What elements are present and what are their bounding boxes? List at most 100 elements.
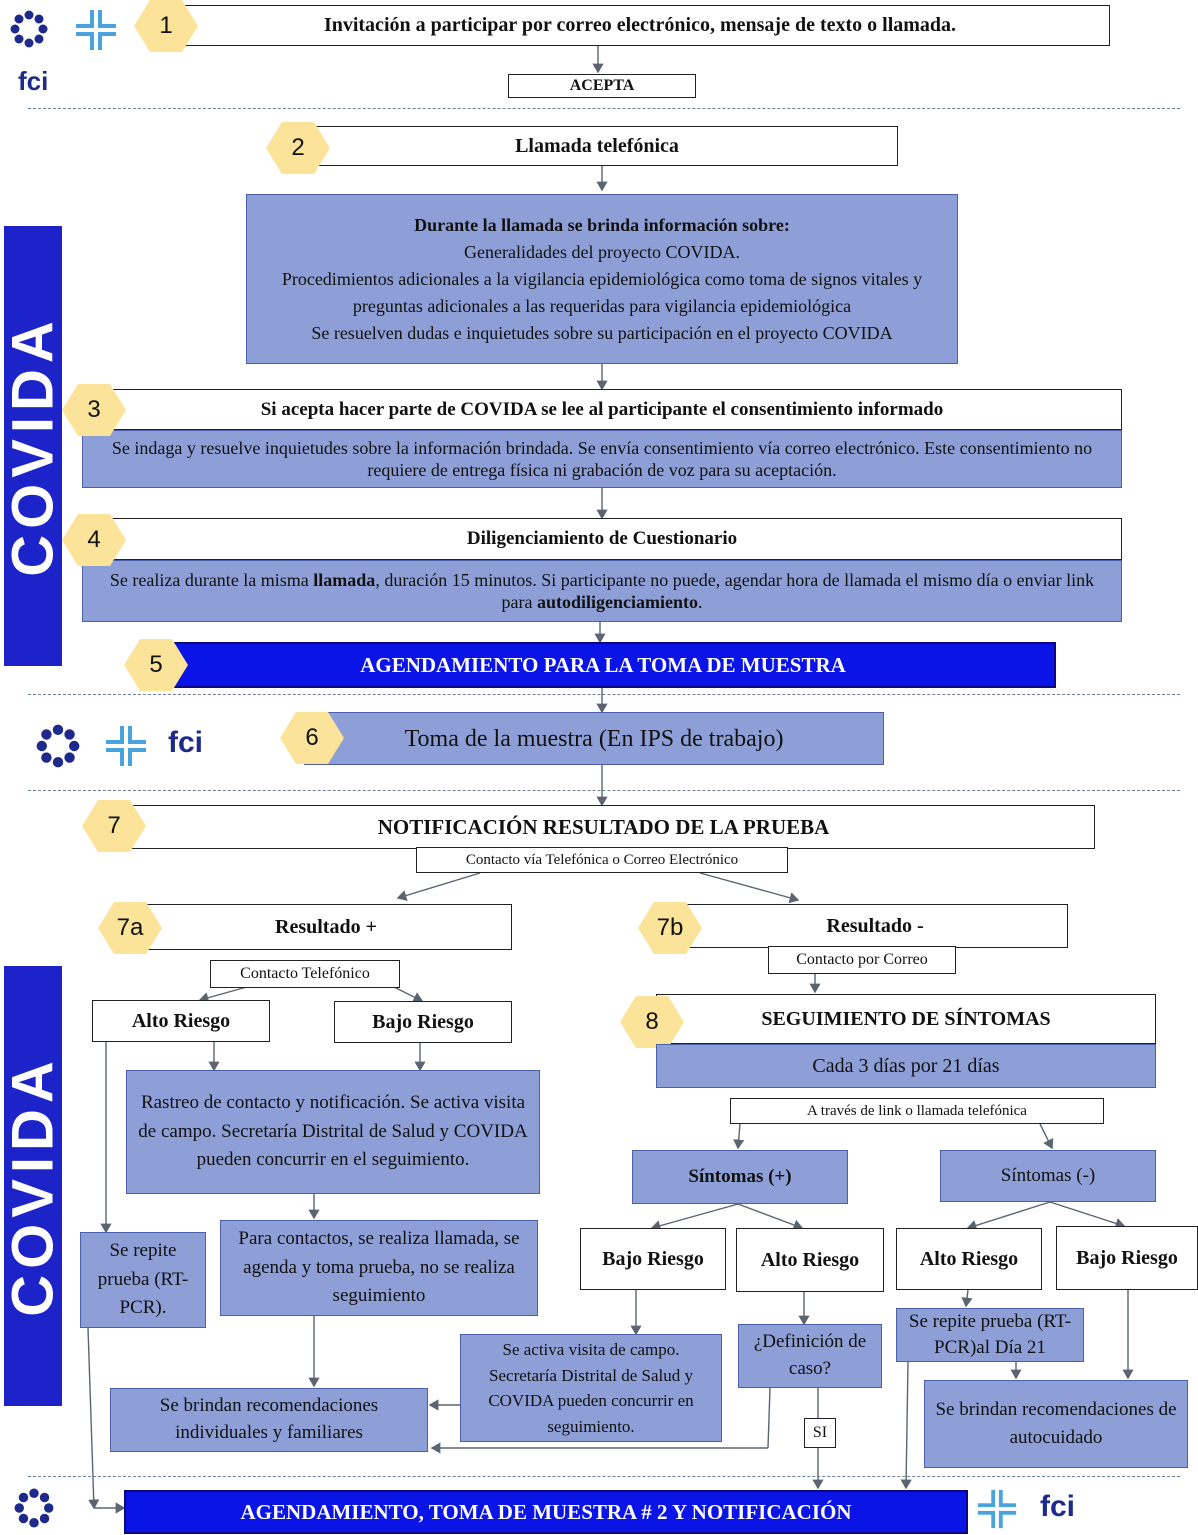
right-bajo-riesgo-1-text: Bajo Riesgo (602, 1247, 704, 1270)
right-bajo-riesgo-2-text: Bajo Riesgo (1076, 1246, 1178, 1269)
step7-contact: Contacto vía Telefónica o Correo Electró… (465, 851, 739, 868)
step7-contact-box: Contacto vía Telefónica o Correo Electró… (416, 847, 788, 873)
separator-1 (28, 108, 1180, 109)
step7b-number: 7b (656, 914, 684, 941)
step6-text: Toma de la muestra (En IPS de trabajo) (404, 725, 784, 752)
step7b-contact-box: Contacto por Correo (768, 946, 956, 974)
step4-detail: Se realiza durante la misma llamada, dur… (95, 569, 1109, 614)
step4-detail-box: Se realiza durante la misma llamada, dur… (82, 560, 1122, 622)
left-bajo-riesgo: Bajo Riesgo (334, 1001, 512, 1043)
repite-dia21-box: Se repite prueba (RT-PCR)al Día 21 (896, 1308, 1084, 1362)
autocuidado-text: Se brindan recomendaciones de autocuidad… (935, 1398, 1177, 1449)
si-text: SI (812, 1424, 828, 1441)
covida-side-text: COVIDA (4, 1055, 62, 1317)
step7b-badge: 7b (638, 902, 702, 954)
step8-text: SEGUIMIENTO DE SÍNTOMAS (761, 1007, 1051, 1030)
covida-side-banner-top: COVIDA (4, 226, 62, 666)
step5-banner: AGENDAMIENTO PARA LA TOMA DE MUESTRA (150, 642, 1056, 688)
sintomas-negativos-box: Síntomas (-) (940, 1150, 1156, 1202)
step6-badge: 6 (280, 712, 344, 764)
step2-box: Llamada telefónica (296, 126, 898, 166)
step4-title-box: Diligenciamiento de Cuestionario (82, 518, 1122, 560)
recomendaciones-box: Se brindan recomendaciones individuales … (110, 1388, 428, 1452)
separator-2 (28, 694, 1180, 695)
repite-prueba-box: Se repite prueba (RT-PCR). (80, 1232, 206, 1328)
left-alto-riesgo: Alto Riesgo (92, 1000, 270, 1042)
step8-via-box: A través de link o llamada telefónica (730, 1098, 1104, 1124)
step5-number: 5 (149, 651, 163, 678)
visita-campo-box: Se activa visita de campo. Secretaría Di… (460, 1334, 722, 1442)
sintomas-positivos-box: Síntomas (+) (632, 1150, 848, 1204)
definicion-caso-text: ¿Definición de caso? (753, 1331, 867, 1379)
call-info-line2: Procedimientos adicionales a la vigilanc… (281, 268, 923, 316)
step4-detail-bold: llamada (313, 569, 376, 590)
cross-logo-icon (976, 1488, 1018, 1535)
step7a-number: 7a (116, 914, 144, 941)
step8-freq-box: Cada 3 días por 21 días (656, 1044, 1156, 1088)
step2-text: Llamada telefónica (515, 134, 679, 157)
call-info-title: Durante la llamada se brinda información… (414, 214, 790, 235)
step7a-contact-box: Contacto Telefónico (210, 960, 400, 988)
rastreo-box: Rastreo de contacto y notificación. Se a… (126, 1070, 540, 1194)
step4-number: 4 (87, 526, 101, 553)
flower-logo-icon (36, 724, 80, 773)
step7-number: 7 (107, 812, 121, 839)
step8-number: 8 (645, 1008, 659, 1035)
flower-logo-icon (10, 10, 48, 53)
step7b-contact: Contacto por Correo (796, 951, 928, 968)
visita-campo-text: Se activa visita de campo. Secretaría Di… (488, 1340, 694, 1436)
right-alto-riesgo-2-text: Alto Riesgo (919, 1247, 1019, 1270)
step7a-badge: 7a (98, 902, 162, 954)
contactos-box: Para contactos, se realiza llamada, se a… (220, 1220, 538, 1316)
step8-freq: Cada 3 días por 21 días (812, 1054, 1000, 1077)
acepta-text: ACEPTA (569, 77, 635, 94)
flower-logo-icon (14, 1488, 54, 1533)
step3-title-box: Si acepta hacer parte de COVIDA se lee a… (82, 389, 1122, 430)
step6-number: 6 (305, 724, 319, 751)
final-text: AGENDAMIENTO, TOMA DE MUESTRA # 2 Y NOTI… (240, 1499, 852, 1524)
step1-number: 1 (159, 12, 173, 39)
definicion-caso-box: ¿Definición de caso? (738, 1324, 882, 1388)
call-info-box: Durante la llamada se brinda información… (246, 194, 958, 364)
right-bajo-riesgo-2: Bajo Riesgo (1056, 1226, 1198, 1290)
sintomas-negativos-text: Síntomas (-) (1000, 1165, 1096, 1187)
step7-badge: 7 (82, 800, 146, 852)
step4-detail-bold: autodiligenciamiento (536, 592, 698, 612)
step7a-text: Resultado + (275, 915, 377, 938)
step6-box: Toma de la muestra (En IPS de trabajo) (304, 712, 884, 765)
call-info-line1: Generalidades del proyecto COVIDA. (464, 241, 740, 262)
separator-3 (28, 790, 1180, 791)
right-alto-riesgo-1-text: Alto Riesgo (760, 1248, 860, 1271)
step7a-contact: Contacto Telefónico (240, 965, 370, 982)
step8-box: SEGUIMIENTO DE SÍNTOMAS (656, 994, 1156, 1044)
step4-title: Diligenciamiento de Cuestionario (466, 528, 738, 550)
repite-prueba-text: Se repite prueba (RT-PCR). (97, 1240, 189, 1319)
contactos-text: Para contactos, se realiza llamada, se a… (238, 1228, 520, 1307)
step1-text: Invitación a participar por correo elect… (323, 14, 957, 36)
step3-number: 3 (87, 396, 101, 423)
step7b-box: Resultado - (682, 904, 1068, 948)
step4-detail-part: , duración 15 minutos. Si participante n… (375, 569, 1095, 613)
step7-text: NOTIFICACIÓN RESULTADO DE LA PRUEBA (377, 814, 830, 839)
step3-title: Si acepta hacer parte de COVIDA se lee a… (260, 398, 944, 420)
rastreo-text: Rastreo de contacto y notificación. Se a… (138, 1092, 528, 1171)
sintomas-positivos-text: Síntomas (+) (688, 1166, 792, 1188)
si-label: SI (804, 1418, 836, 1448)
covida-side-banner-bottom: COVIDA (4, 966, 62, 1406)
step3-detail: Se indaga y resuelve inquietudes sobre l… (111, 437, 1093, 481)
covida-side-text: COVIDA (4, 315, 62, 577)
step1-box: Invitación a participar por correo elect… (170, 5, 1110, 46)
cross-logo-icon (104, 724, 148, 773)
step7-box: NOTIFICACIÓN RESULTADO DE LA PRUEBA (112, 805, 1095, 849)
step7b-text: Resultado - (826, 914, 924, 937)
repite-dia21-text: Se repite prueba (RT-PCR)al Día 21 (908, 1311, 1072, 1358)
step4-detail-part: Se realiza durante la misma (109, 569, 314, 590)
fci-logo: fci (1040, 1490, 1076, 1523)
step7a-box: Resultado + (140, 904, 512, 950)
acepta-label: ACEPTA (508, 74, 696, 98)
left-bajo-riesgo-text: Bajo Riesgo (372, 1010, 474, 1033)
right-alto-riesgo-1: Alto Riesgo (736, 1228, 884, 1292)
autocuidado-box: Se brindan recomendaciones de autocuidad… (924, 1380, 1188, 1468)
step4-detail-part: . (697, 592, 703, 612)
